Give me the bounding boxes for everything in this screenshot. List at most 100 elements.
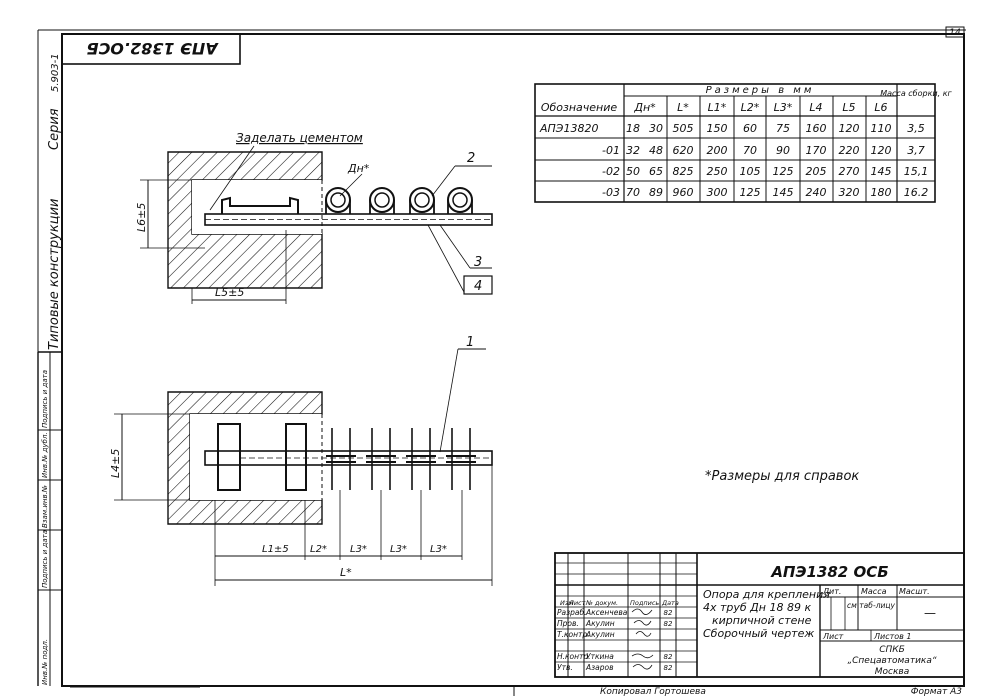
cell-l: 620 xyxy=(673,144,694,157)
cell-l4: 160 xyxy=(806,122,827,135)
plan-pipe-3 xyxy=(406,428,436,490)
cell-l4: 205 xyxy=(806,165,827,178)
series-label: Серия xyxy=(47,108,62,150)
cell-mass: 16.2 xyxy=(904,186,929,199)
top-view-anchor xyxy=(221,196,299,214)
col-head-list: Лист xyxy=(568,599,586,607)
cell-designation: -02 xyxy=(602,165,620,178)
signature-2 xyxy=(633,620,652,626)
cell-dn-min: 50 xyxy=(626,165,640,178)
copied-by: Копировал Гортошева xyxy=(600,687,706,696)
dim-l5: L5±5 xyxy=(215,286,244,299)
callout-1: 1 xyxy=(466,335,474,350)
plan-anchor-left xyxy=(217,423,241,491)
label-dn: Дн* xyxy=(347,162,370,175)
dim-l3-b: L3* xyxy=(390,544,407,555)
dim-l2: L2* xyxy=(310,544,327,555)
plan-pipe-1 xyxy=(326,428,356,490)
cell-l3: 75 xyxy=(776,122,790,135)
sheet-label: Лист xyxy=(822,632,844,641)
th-l4: L4 xyxy=(809,101,822,114)
role-tcontrol: Т.контр. xyxy=(557,630,590,639)
side-field-1: Подпись и дата xyxy=(41,530,49,588)
pipe-clamp-2 xyxy=(369,187,395,214)
lit-label: Лит. xyxy=(822,587,841,596)
dim-l3-a: L3* xyxy=(350,544,367,555)
cell-mass: 3,7 xyxy=(907,144,925,157)
side-field-3: Инв.№ дубл. xyxy=(41,432,49,478)
cell-l6: 110 xyxy=(871,122,892,135)
plan-view-bar xyxy=(204,450,493,466)
role-ncontrol: Н.контр. xyxy=(557,652,591,661)
callout-4: 4 xyxy=(474,279,482,294)
cell-l6: 120 xyxy=(871,144,892,157)
cell-l: 960 xyxy=(673,186,694,199)
cell-l2: 125 xyxy=(740,186,761,199)
cell-l4: 170 xyxy=(806,144,827,157)
title-line-1: Опора для крепления xyxy=(703,588,830,601)
format-label: Формат А3 xyxy=(911,687,963,696)
note-cement: Заделать цементом xyxy=(236,131,363,145)
footnote: *Размеры для справок xyxy=(705,469,859,484)
table-row: -01 32 48 620 200 70 90 170 220 120 3,7 xyxy=(602,144,925,157)
th-l1: L1* xyxy=(708,101,727,114)
role-develop: Разраб. xyxy=(557,608,586,617)
th-l3: L3* xyxy=(774,101,793,114)
drawing-frame xyxy=(61,33,965,687)
th-l: L* xyxy=(677,101,689,114)
cell-dn-min: 70 xyxy=(626,186,640,199)
dim-l4: L4±5 xyxy=(109,449,122,478)
cell-dn-max: 48 xyxy=(649,144,663,157)
signature-4 xyxy=(631,653,654,659)
cell-dn-max: 30 xyxy=(649,122,663,135)
cell-mass: 3,5 xyxy=(907,122,925,135)
dim-l6: L6±5 xyxy=(135,203,148,232)
org-line-3: Москва xyxy=(875,667,909,677)
cell-l1: 200 xyxy=(707,144,728,157)
table-row: -03 70 89 960 300 125 145 240 320 180 16… xyxy=(602,186,928,199)
date-check: 82 xyxy=(664,620,673,628)
role-approve: Утв. xyxy=(557,663,573,672)
cell-l3: 90 xyxy=(776,144,790,157)
cell-dn-min: 32 xyxy=(626,144,640,157)
side-field-4: Подпись и дата xyxy=(41,370,49,428)
cell-l2: 105 xyxy=(740,165,761,178)
signature-3 xyxy=(635,631,652,637)
th-l2: L2* xyxy=(741,101,760,114)
cell-l6: 180 xyxy=(871,186,892,199)
dim-l3-c: L3* xyxy=(430,544,447,555)
cell-l: 825 xyxy=(673,165,694,178)
mass-label: Масса xyxy=(861,587,887,596)
cell-l3: 145 xyxy=(773,186,794,199)
scale-label: Масшт. xyxy=(899,587,930,596)
plan-view: 1 L4±5 L1±5 L2* L3* L3* L3* L* xyxy=(109,335,493,586)
cell-designation: -01 xyxy=(602,144,620,157)
scale-value: — xyxy=(924,606,936,620)
name-ncontrol: Уткина xyxy=(586,652,614,661)
title-line-4: Сборочный чертеж xyxy=(703,627,814,640)
title-block-code: АПЭ1382 ОСБ xyxy=(770,563,888,581)
cell-l5: 270 xyxy=(839,165,860,178)
mass-value: см таб-лицу xyxy=(847,601,896,610)
org-line-2: „Спецавтоматика“ xyxy=(847,656,936,666)
side-title: Типовые конструкции xyxy=(47,199,62,350)
series-number: 5.903-1 xyxy=(50,53,61,92)
dim-l1: L1±5 xyxy=(262,544,289,555)
top-stamp-box xyxy=(61,33,241,65)
th-dn: Дн* xyxy=(633,101,656,114)
date-ncontrol: 82 xyxy=(664,653,673,661)
cell-l3: 125 xyxy=(773,165,794,178)
sheets-label: Листов 1 xyxy=(873,632,912,641)
signature-5 xyxy=(632,664,653,670)
col-head-sign: Подпись xyxy=(630,599,659,607)
signature-1 xyxy=(631,608,653,615)
table-row: -02 50 65 825 250 105 125 205 270 145 15… xyxy=(602,165,928,178)
side-field-2: Взам.инв.№ xyxy=(41,485,49,528)
cell-designation: -03 xyxy=(602,186,620,199)
side-field-0: Инв.№ подл. xyxy=(41,639,49,685)
cell-l5: 120 xyxy=(839,122,860,135)
table-mass-header: Масса сборки, кг xyxy=(880,89,952,98)
cell-dn-max: 89 xyxy=(649,186,663,199)
cell-l: 505 xyxy=(673,122,694,135)
table-row: АПЭ13820 18 30 505 150 60 75 160 120 110… xyxy=(539,122,925,135)
